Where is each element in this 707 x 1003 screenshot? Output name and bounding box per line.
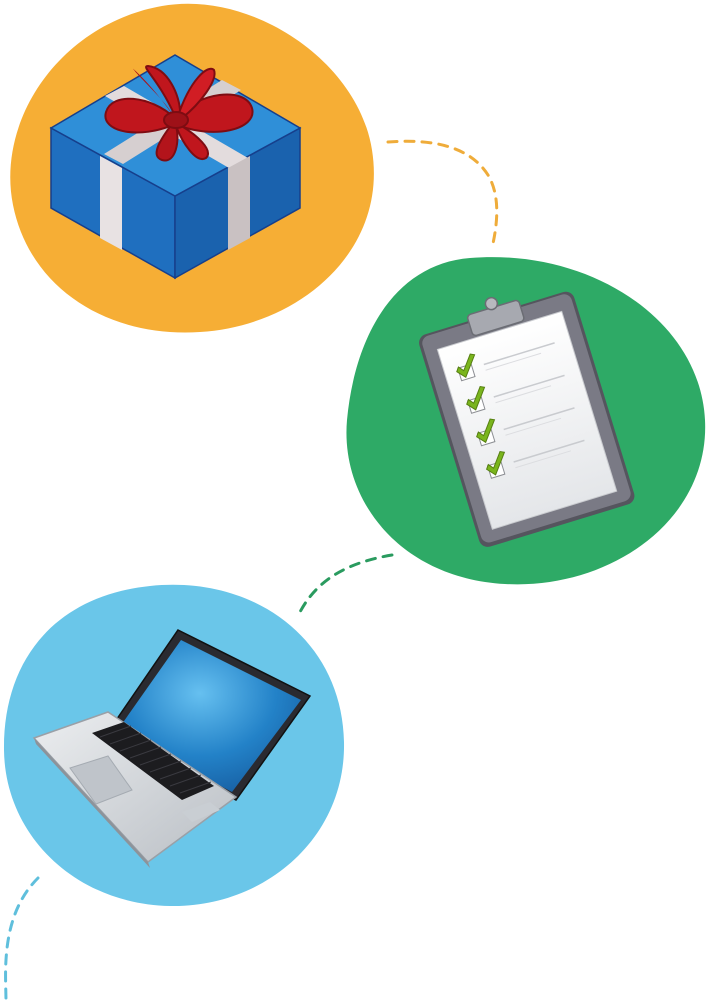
keyboard-keys bbox=[99, 725, 212, 794]
checklist-item bbox=[476, 407, 575, 447]
bow-icon bbox=[104, 64, 254, 162]
dashed-connector-checklist bbox=[298, 553, 394, 614]
checklist-item bbox=[485, 439, 585, 479]
checklist-item bbox=[466, 374, 565, 414]
clipboard-checklist-icon bbox=[419, 291, 635, 547]
checklist-item bbox=[456, 342, 555, 382]
gift-box-icon bbox=[49, 54, 302, 280]
dashed-connector-laptop bbox=[4, 876, 40, 1003]
dashed-connector-gift bbox=[386, 139, 499, 250]
laptop-icon bbox=[32, 629, 312, 868]
